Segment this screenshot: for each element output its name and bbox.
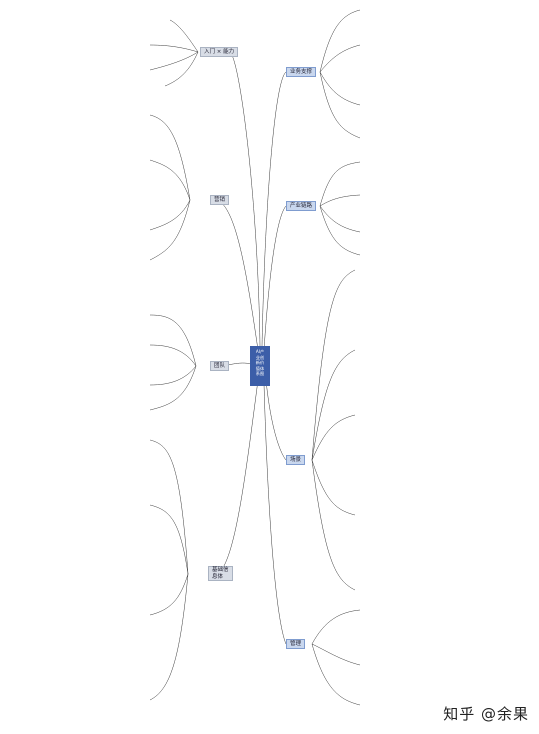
watermark-text: 知乎 @余果: [443, 705, 529, 723]
branch-topic-scenario: 场景: [286, 455, 306, 465]
branch-topic-team: 团队: [210, 361, 230, 371]
branch-topic-entry: 入门 × 能力: [200, 47, 239, 57]
branch-topic-business: 业务支撑: [286, 67, 317, 77]
branch-topic-management: 管理: [286, 639, 306, 649]
branch-topic-industry: 产业链路: [286, 201, 317, 211]
branch-topic-marketing: 营销: [210, 195, 230, 205]
branch-topic-foundation: 基础信 息体: [208, 566, 233, 581]
central-topic: AI产 业创 新价 值体 系图: [250, 346, 270, 386]
connector-lines: [149, 9, 361, 706]
